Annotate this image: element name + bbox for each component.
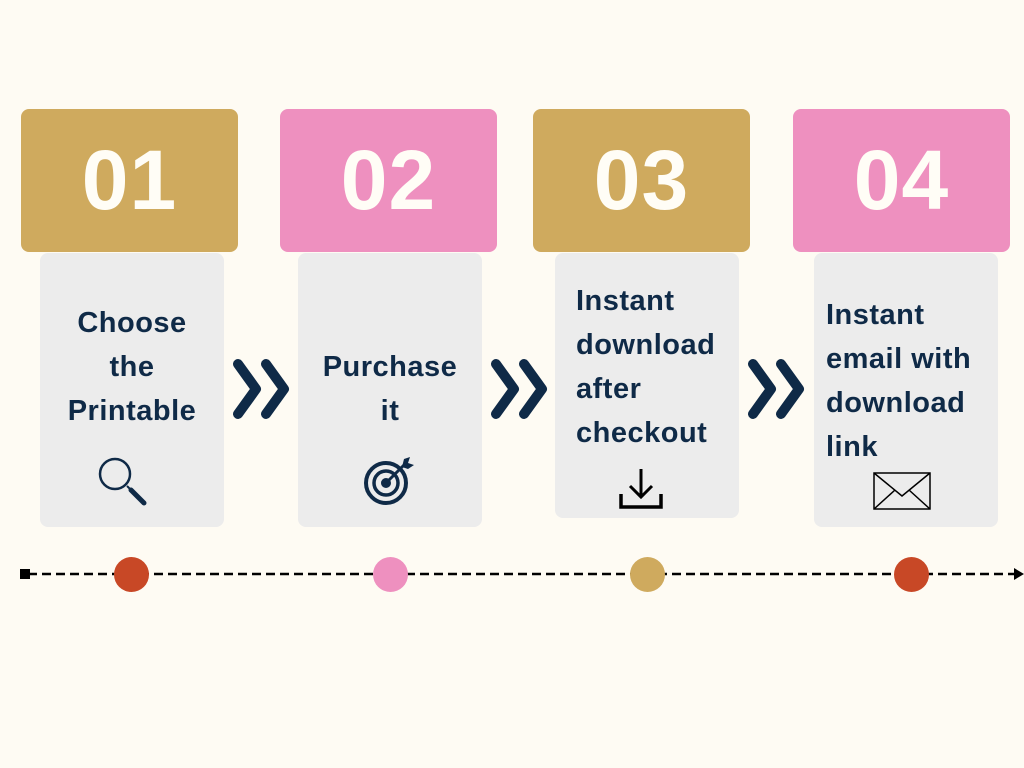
step-4-number: 04 <box>793 109 1010 252</box>
chevron-right-double-icon <box>748 359 804 419</box>
target-icon <box>364 457 414 505</box>
step-2-text: Purchase it <box>322 351 458 427</box>
timeline-arrow-icon <box>1014 568 1024 580</box>
timeline <box>20 568 1024 580</box>
timeline-dot-2 <box>373 557 408 592</box>
step-4-text: Instant email with download link <box>826 299 972 463</box>
chevron-right-double-icon <box>233 359 289 419</box>
step-2-card: Purchase it <box>298 253 482 527</box>
step-3-text: Instant download after checkout <box>576 285 716 449</box>
step-1-card: Choose the Printable <box>40 253 224 527</box>
download-icon <box>619 469 663 509</box>
step-4-card: Instant email with download link <box>814 253 998 527</box>
step-1-number: 01 <box>21 109 238 252</box>
step-1-text: Choose the Printable <box>67 307 197 427</box>
magnifier-icon <box>98 457 147 506</box>
step-3-card: Instant download after checkout <box>555 253 739 518</box>
chevron-right-double-icon <box>491 359 547 419</box>
timeline-dot-1 <box>114 557 149 592</box>
timeline-start-marker <box>20 569 30 579</box>
timeline-dot-4 <box>894 557 929 592</box>
step-3-number: 03 <box>533 109 750 252</box>
step-2-number: 02 <box>280 109 497 252</box>
mail-icon <box>873 472 931 510</box>
timeline-dot-3 <box>630 557 665 592</box>
